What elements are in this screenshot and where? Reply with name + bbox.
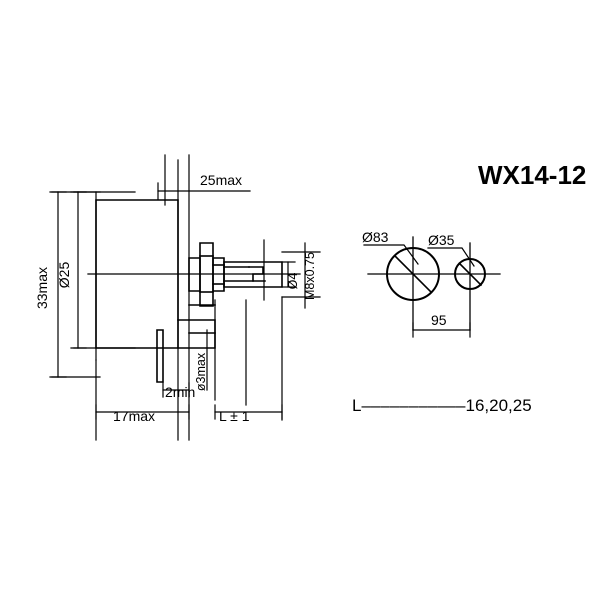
dim-d4-label: Ø4 bbox=[286, 273, 300, 290]
length-note: L ––––––––––– 16,20,25 bbox=[352, 396, 532, 416]
dim-d35-label: Ø35 bbox=[428, 232, 455, 248]
side-view-group: 33max Ø25 25max bbox=[34, 154, 321, 441]
thread-callout-label: M8x0.75 bbox=[303, 252, 317, 300]
dim-d3max: ø3max bbox=[194, 329, 208, 391]
length-note-label: L bbox=[352, 396, 362, 415]
dim-d83-label: Ø83 bbox=[362, 229, 389, 245]
thread-callout: M8x0.75 bbox=[303, 242, 317, 309]
dim-d25-label: Ø25 bbox=[56, 262, 72, 289]
dim-d3max-label: ø3max bbox=[194, 352, 208, 391]
front-view-group: Ø83 Ø35 95 bbox=[362, 229, 501, 338]
dim-17max: 17max bbox=[95, 359, 190, 441]
bushing-nut-assembly bbox=[188, 242, 225, 307]
dim-95-label: 95 bbox=[431, 312, 447, 328]
dim-2min-label: 2min bbox=[165, 384, 195, 400]
dim-L: L ± 1 bbox=[214, 296, 283, 424]
leader-d83: Ø83 bbox=[362, 229, 419, 265]
dim-25max-label: 25max bbox=[200, 172, 242, 188]
dim-d25: Ø25 bbox=[56, 191, 136, 349]
dim-33max-label: 33max bbox=[34, 267, 50, 309]
dim-L-label: L ± 1 bbox=[219, 408, 250, 424]
lower-bracket bbox=[177, 304, 216, 349]
dim-33max: 33max bbox=[34, 191, 101, 378]
leader-d35: Ø35 bbox=[427, 232, 475, 267]
dim-95: 95 bbox=[412, 312, 471, 338]
dim-2min: 2min bbox=[162, 382, 195, 400]
drawing-title-text: WX14-12 bbox=[478, 160, 587, 190]
length-note-values: 16,20,25 bbox=[465, 396, 532, 415]
length-note-dashes: ––––––––––– bbox=[361, 396, 466, 415]
terminal-pin bbox=[156, 329, 164, 383]
drawing-title: WX14-12 bbox=[478, 160, 586, 191]
dim-17max-label: 17max bbox=[113, 408, 155, 424]
dim-d4: Ø4 bbox=[281, 251, 321, 298]
dim-25max: 25max bbox=[157, 154, 251, 206]
